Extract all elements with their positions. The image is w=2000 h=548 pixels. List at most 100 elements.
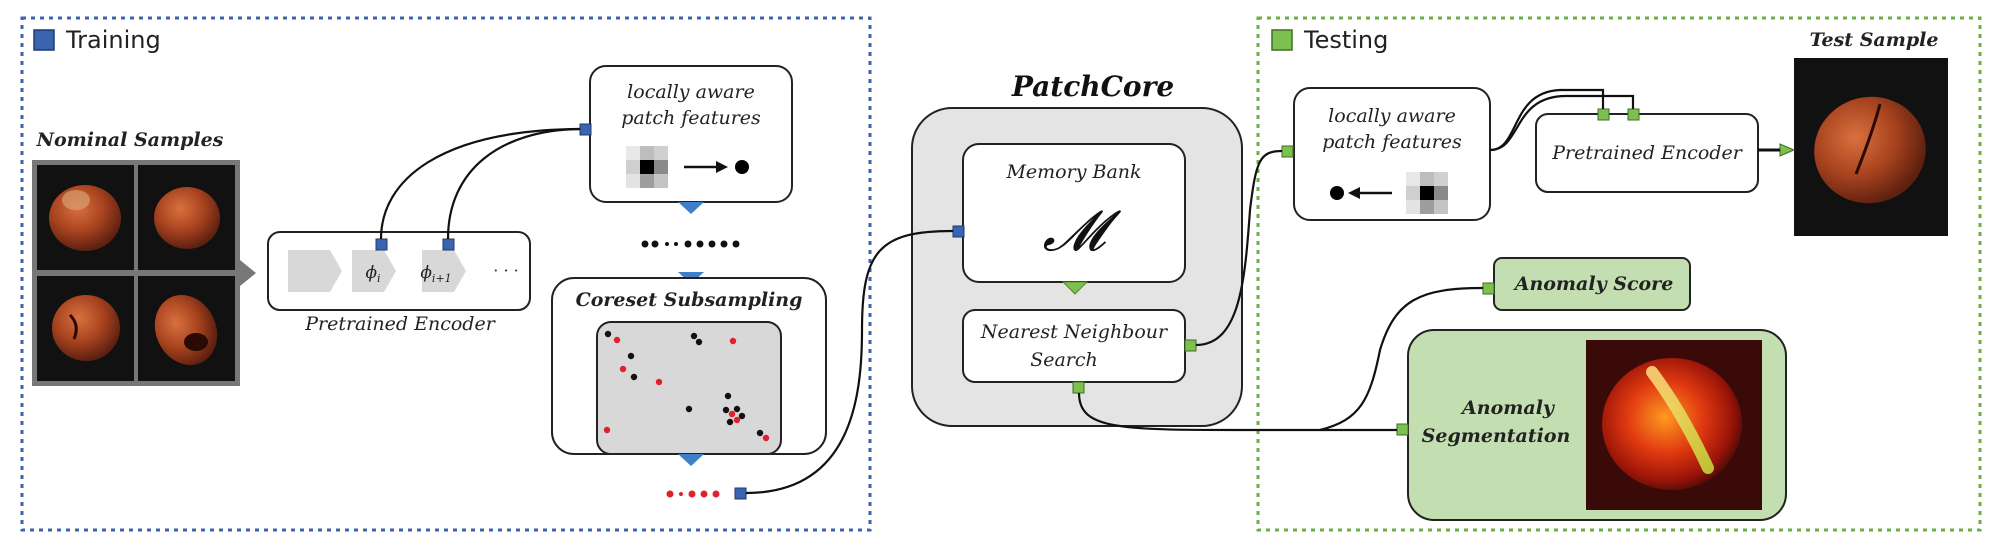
testing-encoder-label: Pretrained Encoder <box>1551 142 1744 164</box>
memory-bank-label: Memory Bank <box>1005 161 1141 183</box>
memory-down-arrow <box>1061 281 1089 295</box>
anomaly-score-port <box>1482 282 1495 295</box>
feature-dots-row <box>641 240 740 248</box>
encoder-layer-3 <box>422 250 466 292</box>
training-features-port <box>579 123 592 136</box>
patch-cell <box>640 146 654 160</box>
phi-i1-label: ϕi+1 <box>420 263 451 285</box>
testing-features-line1: locally aware <box>1328 105 1456 127</box>
connector-nn-to-score <box>1319 286 1484 432</box>
point <box>619 365 627 373</box>
point <box>733 416 741 424</box>
connector-encoder-to-features-2 <box>1489 94 1635 152</box>
point <box>722 406 730 414</box>
dot <box>679 492 683 496</box>
point <box>724 392 732 400</box>
testing-encoder-box <box>1535 113 1759 193</box>
heatmap-defect-streak <box>1646 366 1714 474</box>
dot <box>732 240 740 248</box>
connector-nn-to-segmentation <box>1077 392 1397 432</box>
training-features-line2: patch features <box>621 107 761 129</box>
nominal-samples-title: Nominal Samples <box>36 129 224 151</box>
testing-legend-square <box>1271 29 1293 51</box>
patchcore-block: PatchCore Memory Bank 𝓜 Nearest Neighbou… <box>911 70 1243 427</box>
point <box>738 412 746 420</box>
point <box>729 337 737 345</box>
coreset-points <box>603 330 770 442</box>
nominal-arrow-tip <box>240 260 256 286</box>
patch-cell <box>1434 172 1448 186</box>
connector-coreset-to-memory <box>745 229 954 495</box>
nn-search-line2: Search <box>1030 349 1098 371</box>
point <box>627 352 635 360</box>
dot <box>665 242 669 246</box>
encoder-layer-1 <box>288 250 342 292</box>
point <box>756 429 764 437</box>
dot <box>666 490 674 498</box>
coreset-scatter-area <box>596 321 782 455</box>
patch-cell <box>1406 200 1420 214</box>
point <box>613 336 621 344</box>
testing-patch-grid-icon <box>1406 172 1448 214</box>
patch-cell <box>626 146 640 160</box>
encoder-ellipsis: · · · <box>493 261 518 280</box>
hazelnut-1-cap <box>62 190 90 210</box>
connector-phi-i1-to-features <box>446 127 581 240</box>
point <box>733 405 741 413</box>
hazelnut-3-crack <box>68 313 78 340</box>
patch-cell <box>1420 172 1434 186</box>
test-hazelnut-crack <box>1854 103 1882 175</box>
phi-i-port <box>375 238 388 251</box>
nn-search-line1: Nearest Neighbour <box>980 321 1169 343</box>
patch-cell <box>1434 200 1448 214</box>
patch-cell <box>654 146 668 160</box>
patchcore-title: PatchCore <box>1011 70 1174 103</box>
patch-cell <box>1406 186 1420 200</box>
phi-i-label: ϕi <box>365 263 380 285</box>
coreset-down-arrow <box>678 454 704 466</box>
training-feature-dot <box>735 160 749 174</box>
testing-encoder-port-2 <box>1627 108 1640 121</box>
patch-cell <box>1434 186 1448 200</box>
heatmap-blob <box>1602 358 1742 490</box>
dot <box>688 490 696 498</box>
patch-cell <box>640 160 654 174</box>
point <box>655 378 663 386</box>
dot <box>708 240 716 248</box>
training-border <box>20 16 872 532</box>
patch-cell <box>1420 186 1434 200</box>
patch-cell <box>654 160 668 174</box>
connector-phi-i-to-features <box>379 127 581 240</box>
encoder-layer-blocks <box>288 250 466 292</box>
anomaly-seg-line2: Segmentation <box>1422 425 1571 447</box>
testing-feature-dot <box>1330 186 1344 200</box>
dot <box>684 240 692 248</box>
testing-features-line2: patch features <box>1322 131 1462 153</box>
test-sample-port <box>1779 143 1796 157</box>
patch-cell <box>640 174 654 188</box>
connectors <box>379 88 1780 495</box>
patch-cell <box>1406 172 1420 186</box>
point <box>630 373 638 381</box>
training-label: Training <box>65 26 161 54</box>
nominal-samples-grid <box>32 160 256 386</box>
test-sample-title: Test Sample <box>1810 29 1939 51</box>
point <box>685 405 693 413</box>
test-hazelnut <box>1814 96 1926 204</box>
anomaly-seg-port <box>1396 423 1409 436</box>
testing-features-arrowhead <box>1348 187 1360 199</box>
encoder-layer-2 <box>352 250 396 292</box>
training-features-down-arrow <box>678 202 704 214</box>
point <box>603 426 611 434</box>
training-encoder-label: Pretrained Encoder <box>304 313 497 335</box>
anomaly-score-label: Anomaly Score <box>1513 273 1674 295</box>
patch-cell <box>1420 200 1434 214</box>
training-features-line1: locally aware <box>627 81 755 103</box>
dot <box>641 240 649 248</box>
training-features-arrowhead <box>716 161 728 173</box>
hazelnut-2 <box>154 187 220 249</box>
patch-cell <box>626 160 640 174</box>
point <box>726 418 734 426</box>
connector-nn-to-test-features <box>1195 149 1283 347</box>
